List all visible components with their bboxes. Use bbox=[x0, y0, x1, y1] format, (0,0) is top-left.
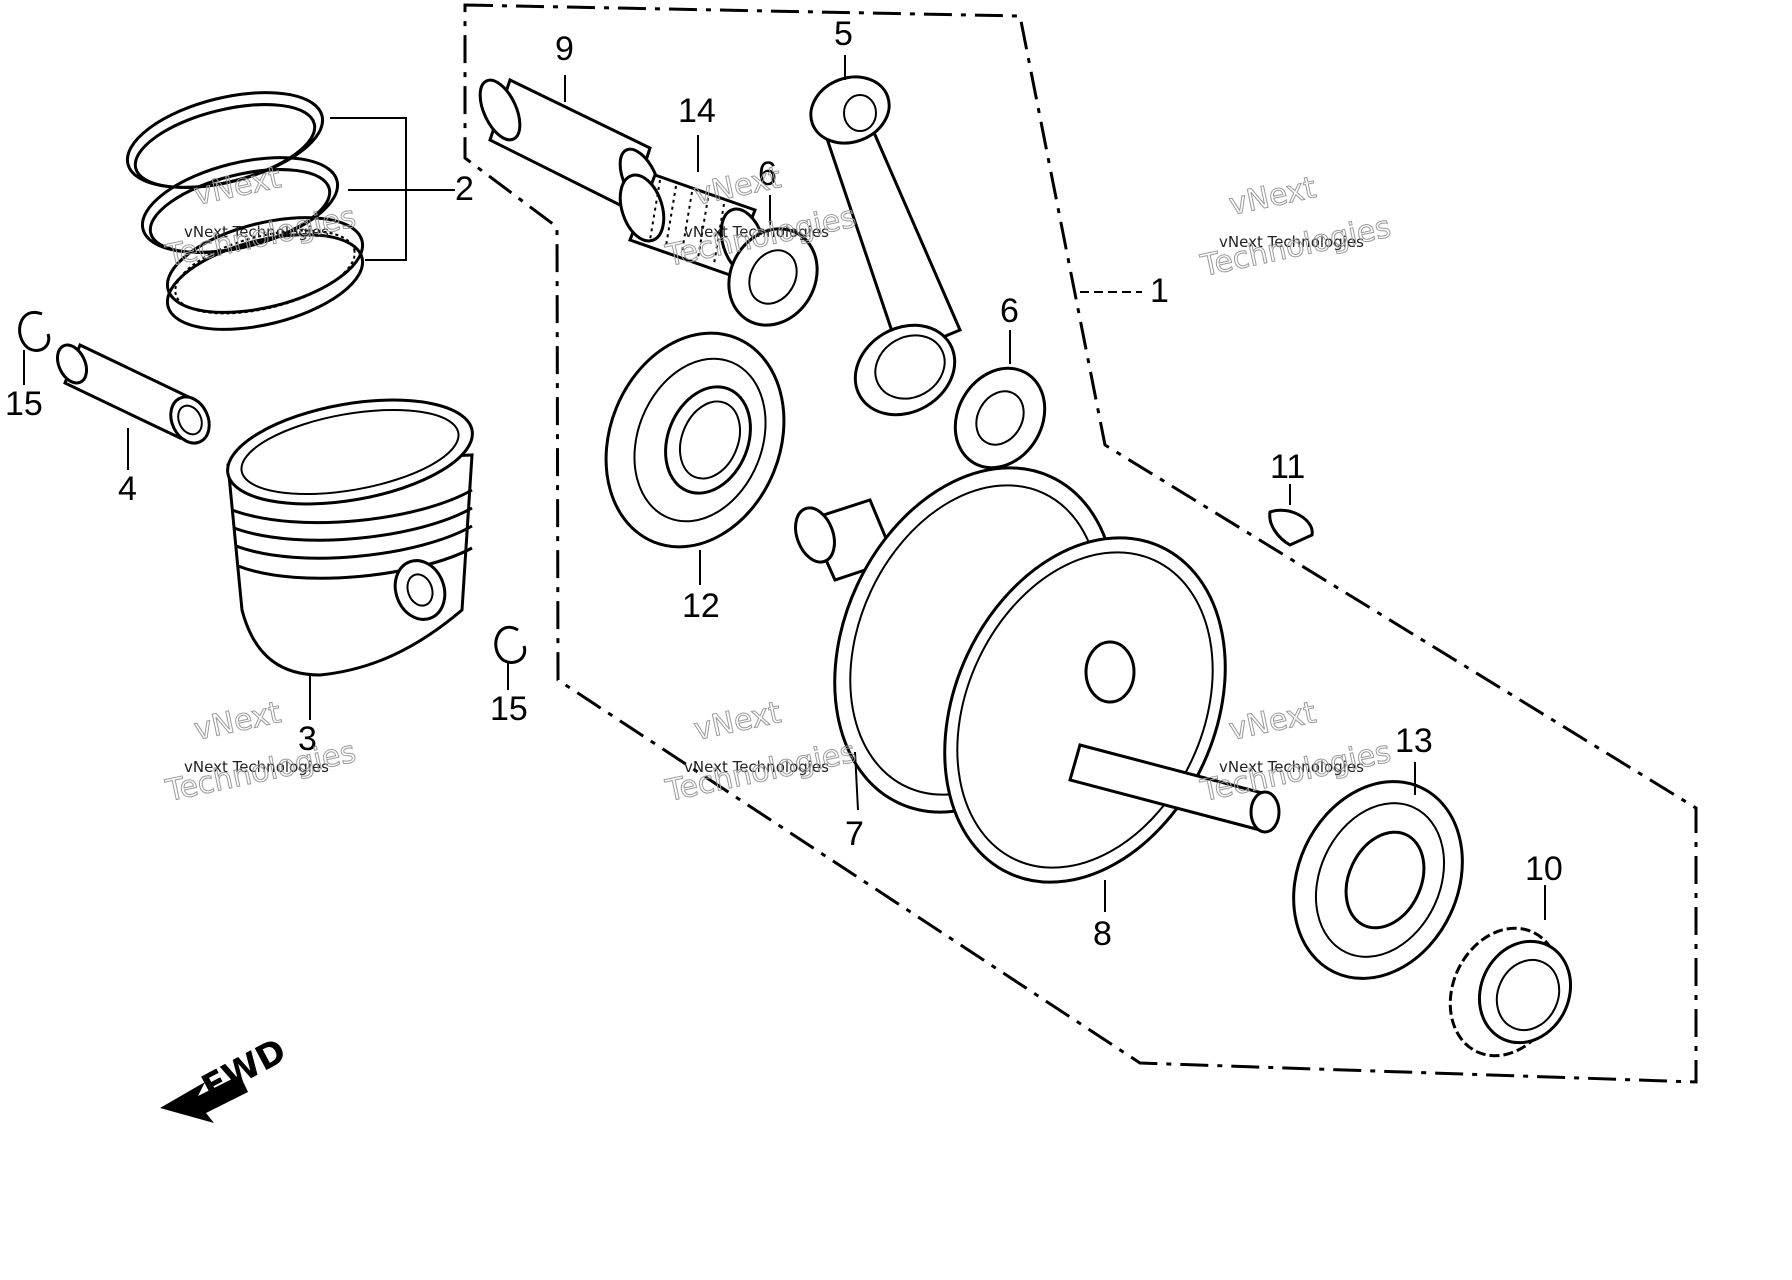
direction-label: FWD bbox=[195, 1031, 292, 1108]
svg-text:vNext: vNext bbox=[1226, 170, 1319, 223]
callout-2: 2 bbox=[455, 170, 474, 208]
svg-text:Technologies: Technologies bbox=[662, 735, 859, 810]
callout-15-right: 15 bbox=[490, 690, 528, 728]
callout-9: 9 bbox=[555, 30, 574, 68]
piston-rings bbox=[125, 91, 365, 331]
callout-13: 13 bbox=[1395, 722, 1433, 760]
callout-11: 11 bbox=[1270, 448, 1305, 486]
woodruff-key bbox=[1268, 508, 1314, 547]
fwd-arrow-icon bbox=[160, 1075, 248, 1123]
callout-15-left: 15 bbox=[5, 385, 43, 423]
piston bbox=[226, 398, 474, 677]
ball-bearing-left bbox=[604, 331, 786, 549]
piston-pin bbox=[55, 342, 211, 445]
callout-6-lower: 6 bbox=[1000, 292, 1019, 330]
piston-clip-right bbox=[494, 625, 527, 664]
callout-10: 10 bbox=[1525, 850, 1563, 888]
svg-text:vNext: vNext bbox=[691, 695, 784, 748]
callout-3: 3 bbox=[298, 720, 317, 758]
svg-text:Technologies: Technologies bbox=[162, 735, 359, 810]
callout-4: 4 bbox=[118, 470, 137, 508]
svg-text:vNext: vNext bbox=[191, 695, 284, 748]
svg-text:vNext Technologies: vNext Technologies bbox=[184, 758, 329, 776]
callout-12: 12 bbox=[682, 587, 720, 625]
svg-text:Technologies: Technologies bbox=[162, 200, 359, 275]
callout-14: 14 bbox=[678, 92, 716, 130]
callout-1: 1 bbox=[1150, 272, 1169, 310]
callout-5: 5 bbox=[834, 15, 853, 53]
watermark-bottom-left: vNext vNext Technologies Technologies bbox=[162, 695, 360, 810]
watermark-top-right: vNext vNext Technologies Technologies bbox=[1197, 170, 1395, 285]
svg-text:vNext Technologies: vNext Technologies bbox=[1219, 758, 1364, 776]
svg-text:Technologies: Technologies bbox=[1197, 210, 1394, 285]
svg-text:vNext: vNext bbox=[1226, 695, 1319, 748]
callout-7: 7 bbox=[845, 815, 864, 853]
svg-text:vNext Technologies: vNext Technologies bbox=[184, 223, 329, 241]
svg-text:vNext Technologies: vNext Technologies bbox=[684, 758, 829, 776]
ball-bearing-right bbox=[1292, 780, 1464, 980]
timing-sprocket bbox=[1448, 926, 1573, 1058]
callout-6-upper: 6 bbox=[758, 155, 777, 193]
piston-clip-left bbox=[18, 310, 51, 352]
thrust-washer-lower bbox=[953, 366, 1047, 470]
crankshaft bbox=[794, 466, 1281, 884]
thrust-washer-upper bbox=[727, 227, 819, 327]
watermark-bottom-center: vNext vNext Technologies Technologies bbox=[662, 695, 860, 810]
callout-8: 8 bbox=[1093, 915, 1112, 953]
svg-text:vNext: vNext bbox=[191, 160, 284, 213]
connecting-rod bbox=[809, 75, 962, 417]
crankpin bbox=[478, 77, 662, 213]
svg-text:vNext Technologies: vNext Technologies bbox=[684, 223, 829, 241]
svg-text:vNext Technologies: vNext Technologies bbox=[1219, 233, 1364, 251]
assembly-boundary bbox=[463, 3, 1698, 1084]
